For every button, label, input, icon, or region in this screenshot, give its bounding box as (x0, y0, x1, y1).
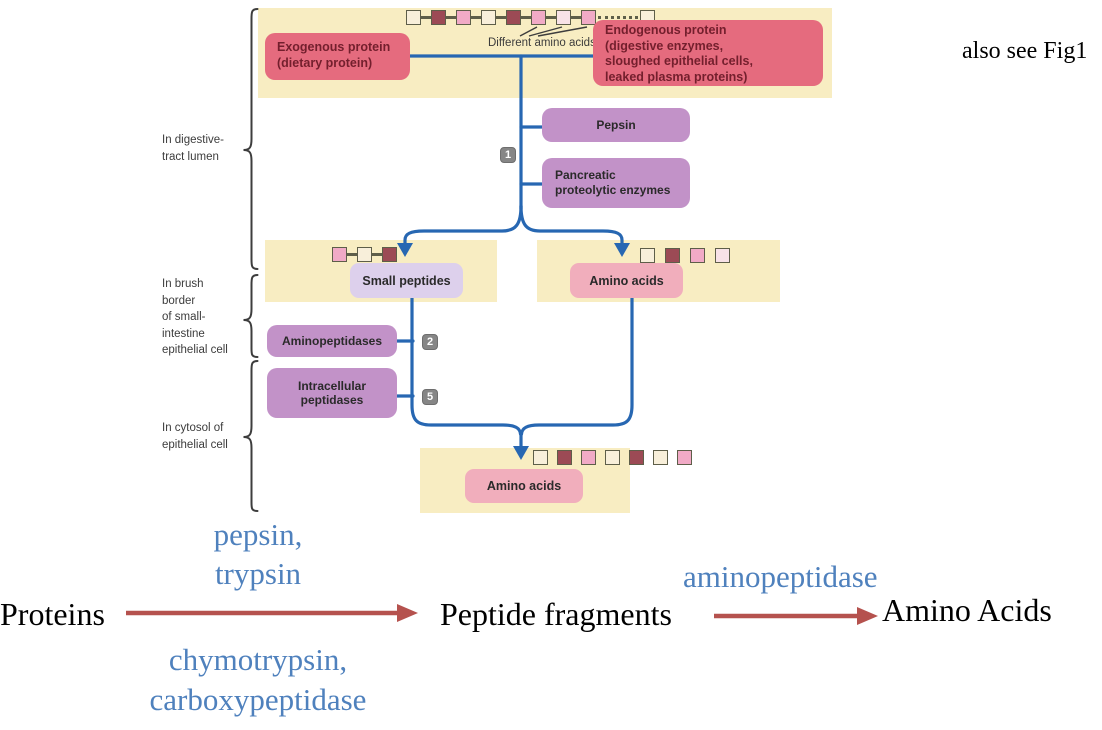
flow-node-amino-acids: Amino Acids (882, 592, 1052, 628)
intracellular-peptidases-box: Intracellular peptidases (267, 368, 397, 418)
lower-right-line (519, 296, 634, 436)
brace-cytosol (243, 360, 259, 512)
endogenous-line: Endogenous protein (605, 23, 727, 37)
endogenous-line: leaked plasma proteins) (605, 69, 748, 84)
aminopeptidases-box: Aminopeptidases (267, 325, 397, 357)
brace-digestive-lumen (243, 8, 259, 270)
see-also-note: also see Fig1 (962, 38, 1088, 64)
endogenous-protein-box: Endogenous protein (digestive enzymes, s… (593, 20, 823, 86)
region-label-cytosol: In cytosol of epithelial cell (162, 422, 228, 451)
split-right (519, 204, 624, 246)
region-label-digestive-lumen: In digestive- tract lumen (162, 134, 225, 163)
exogenous-line: Exogenous protein (277, 40, 391, 54)
amino-acid-squares-cytosol (533, 450, 692, 465)
brace-brush-border (243, 274, 259, 358)
pepsin-box: Pepsin (542, 108, 690, 142)
lower-left-line (410, 296, 523, 436)
split-left (403, 204, 523, 246)
step-badge-2: 2 (422, 334, 438, 350)
amino-acid-squares-brush (640, 248, 730, 263)
small-peptide-chain (332, 247, 397, 262)
enzymes-below-arrow1: chymotrypsin, carboxypeptidase (149, 642, 367, 717)
pancreatic-enzymes-box: Pancreatic proteolytic enzymes (542, 158, 690, 208)
flow-node-peptide-fragments: Peptide fragments (440, 596, 672, 632)
enzyme-above-arrow2: aminopeptidase (683, 559, 878, 594)
small-peptides-box: Small peptides (350, 263, 463, 298)
step-badge-5: 5 (422, 389, 438, 405)
region-label-brush-border: In brush border of small- intestine epit… (162, 278, 228, 356)
amino-acids-cytosol-box: Amino acids (465, 469, 583, 503)
braces (243, 8, 259, 512)
enzymes-above-arrow1: pepsin, trypsin (213, 517, 303, 591)
exogenous-line: (dietary protein) (277, 55, 373, 70)
chain-caption: Different amino acids (488, 37, 596, 49)
amino-acids-brush-box: Amino acids (570, 263, 683, 298)
endogenous-line: (digestive enzymes, (605, 38, 724, 53)
flow-node-proteins: Proteins (0, 596, 105, 632)
step-badge-1: 1 (500, 147, 516, 163)
endogenous-line: sloughed epithelial cells, (605, 54, 753, 68)
exogenous-protein-box: Exogenous protein (dietary protein) (265, 33, 410, 80)
